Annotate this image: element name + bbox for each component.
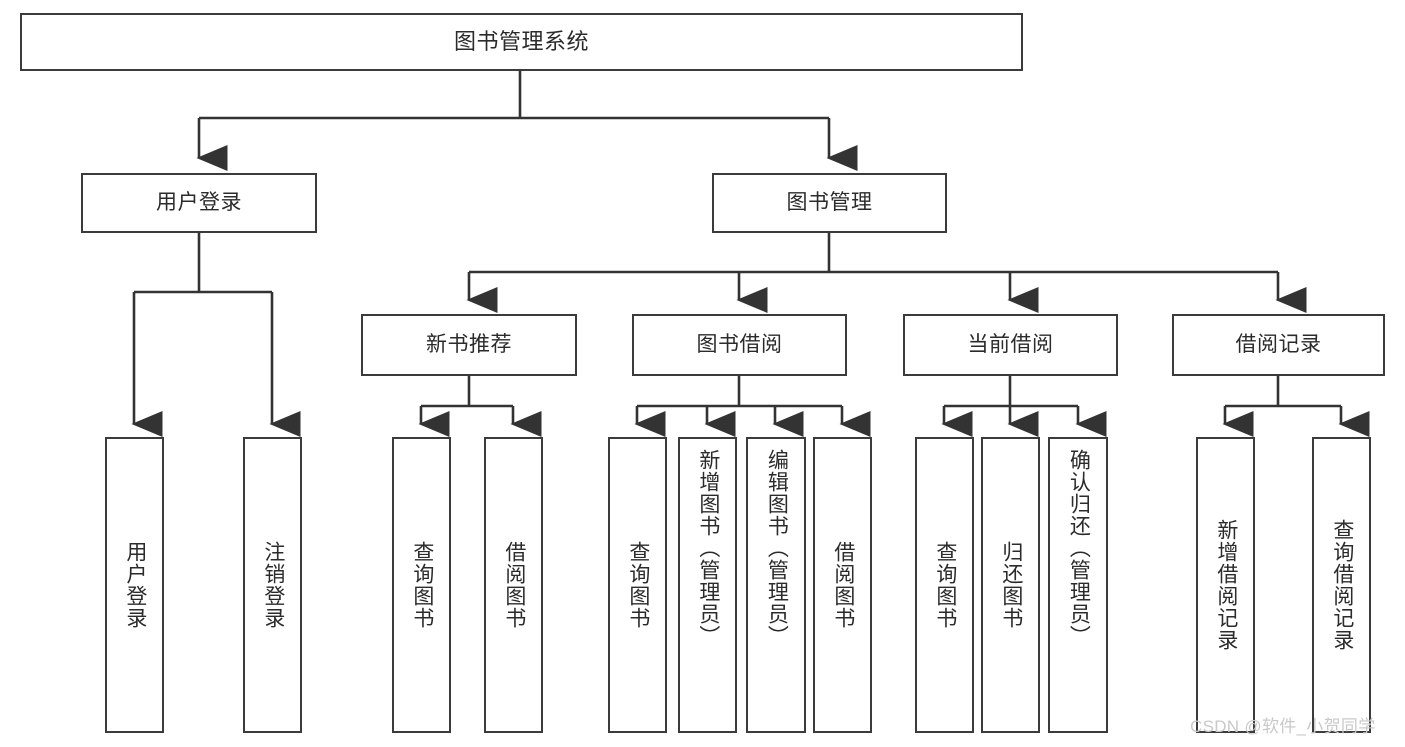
node-leaf-query-record[interactable]: 查询借阅记录 — [1312, 437, 1371, 733]
node-label: 借阅图书 — [502, 541, 526, 629]
node-label: 编辑图书（管理员） — [765, 449, 789, 647]
node-new-book-recommend[interactable]: 新书推荐 — [361, 314, 577, 376]
node-book-borrow[interactable]: 图书借阅 — [632, 314, 847, 376]
node-leaf-borrow-book-2[interactable]: 借阅图书 — [813, 437, 872, 733]
node-borrow-record[interactable]: 借阅记录 — [1172, 314, 1385, 376]
node-leaf-add-book[interactable]: 新增图书（管理员） — [678, 437, 737, 733]
node-leaf-logout[interactable]: 注销登录 — [243, 437, 302, 733]
node-label: 新书推荐 — [426, 332, 512, 356]
node-leaf-add-record[interactable]: 新增借阅记录 — [1196, 437, 1255, 733]
node-label: 图书借阅 — [696, 332, 783, 356]
node-label: 用户登录 — [123, 541, 147, 629]
node-current-borrow[interactable]: 当前借阅 — [903, 314, 1118, 376]
node-root-system[interactable]: 图书管理系统 — [20, 13, 1023, 71]
node-label: 当前借阅 — [967, 332, 1054, 356]
node-label: 图书管理系统 — [453, 29, 589, 55]
node-label: 注销登录 — [261, 541, 285, 629]
node-label: 借阅记录 — [1235, 332, 1322, 356]
node-leaf-edit-book[interactable]: 编辑图书（管理员） — [746, 437, 806, 733]
node-leaf-query-book-2[interactable]: 查询图书 — [608, 437, 667, 733]
node-user-login[interactable]: 用户登录 — [81, 173, 317, 233]
node-leaf-user-login[interactable]: 用户登录 — [105, 437, 164, 733]
node-leaf-query-book-1[interactable]: 查询图书 — [392, 437, 451, 733]
node-label: 新增借阅记录 — [1214, 519, 1238, 651]
node-label: 图书管理 — [786, 190, 873, 214]
node-book-manage[interactable]: 图书管理 — [712, 173, 947, 233]
node-leaf-confirm-return[interactable]: 确认归还（管理员） — [1048, 437, 1108, 733]
node-label: 归还图书 — [999, 541, 1023, 629]
node-label: 新增图书（管理员） — [696, 449, 720, 647]
node-label: 确认归还（管理员） — [1067, 449, 1091, 647]
node-leaf-query-book-3[interactable]: 查询图书 — [915, 437, 974, 733]
node-label: 借阅图书 — [831, 541, 855, 629]
node-label: 查询借阅记录 — [1330, 519, 1354, 651]
node-label: 用户登录 — [156, 190, 242, 214]
node-leaf-borrow-book-1[interactable]: 借阅图书 — [484, 437, 543, 733]
node-leaf-return-book[interactable]: 归还图书 — [981, 437, 1040, 733]
node-label: 查询图书 — [410, 541, 434, 629]
node-label: 查询图书 — [626, 541, 650, 629]
node-label: 查询图书 — [933, 541, 957, 629]
